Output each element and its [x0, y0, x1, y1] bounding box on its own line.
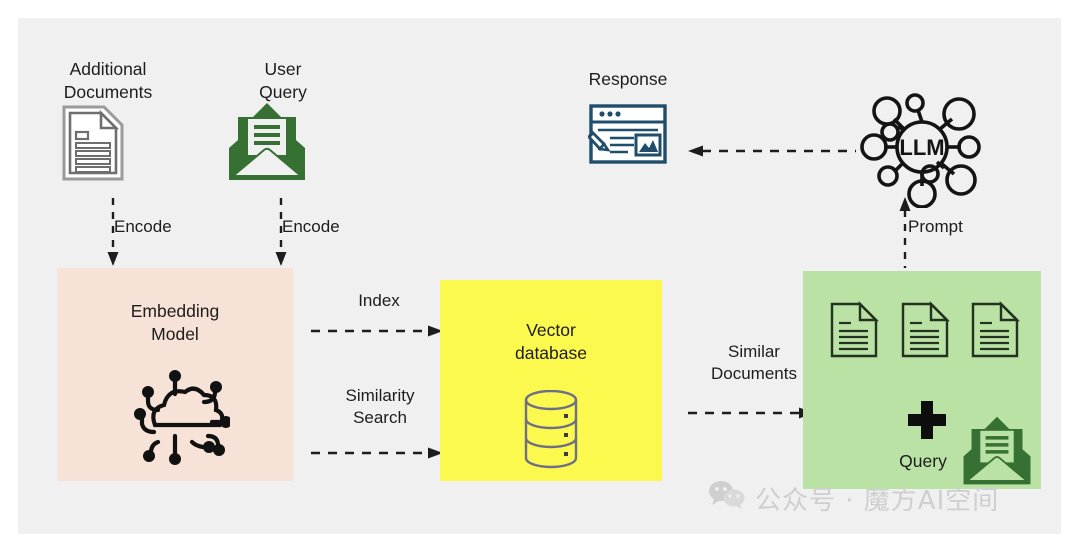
envelope-icon: [961, 414, 1033, 493]
wechat-icon: [708, 480, 746, 517]
database-cylinder-icon: [520, 389, 582, 475]
document-icon: [969, 301, 1021, 364]
encode-documents-label: Encode: [114, 217, 172, 236]
index-arrow: [309, 324, 445, 343]
document-icon: [828, 301, 880, 364]
vector-database-label: Vector database: [514, 320, 587, 363]
vector-database-box[interactable]: Vector database: [440, 280, 662, 481]
response-label: Response: [588, 69, 668, 89]
query-label: Query: [899, 451, 947, 471]
prompt-label: Prompt: [908, 217, 963, 236]
context-bundle-box[interactable]: Query: [803, 271, 1041, 489]
similarity-search-arrow: [309, 446, 445, 465]
similar-documents-arrow: [686, 406, 816, 425]
prompt-arrow: [895, 196, 915, 275]
encode-query-arrow: [271, 196, 291, 273]
llm-network-icon[interactable]: LLM: [858, 86, 986, 213]
cloud-network-icon: [120, 370, 232, 475]
plus-icon: [906, 399, 948, 446]
watermark: 公众号 · 魔方AI空间: [708, 480, 999, 517]
llm-icon-text: LLM: [899, 135, 944, 160]
similarity-search-label: Similarity Search: [345, 386, 415, 427]
index-label: Index: [358, 291, 400, 310]
document-icon: [899, 301, 951, 364]
document-icon: [58, 103, 128, 188]
additional-documents-label: Additional Documents: [63, 59, 153, 102]
encode-documents-arrow: [103, 196, 123, 273]
user-query-label: User Query: [259, 59, 307, 102]
watermark-text: 公众号 · 魔方AI空间: [755, 486, 1000, 516]
encode-query-label: Encode: [282, 217, 340, 236]
embedding-model-label: Embedding Model: [130, 301, 220, 344]
diagram-canvas: Additional Documents Encode User Query: [18, 18, 1061, 534]
envelope-icon: [226, 100, 308, 189]
response-arrow: [686, 144, 858, 163]
embedding-model-box[interactable]: Embedding Model: [57, 268, 293, 481]
response-window-icon: [587, 103, 668, 170]
similar-documents-label: Similar Documents: [711, 342, 797, 383]
